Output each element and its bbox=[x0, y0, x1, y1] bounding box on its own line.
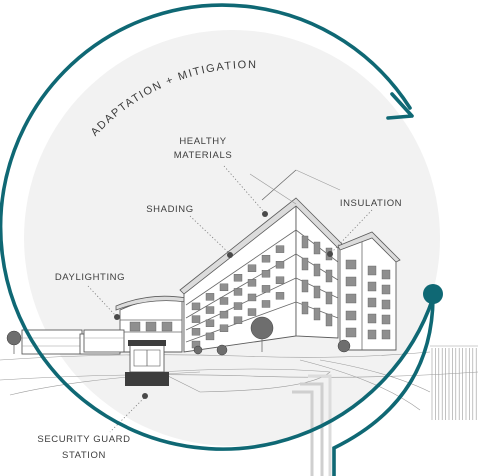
label-shading: SHADING bbox=[146, 204, 193, 215]
main-building bbox=[179, 169, 343, 353]
window bbox=[325, 313, 333, 327]
window bbox=[325, 291, 333, 305]
callout-leaders bbox=[87, 165, 373, 433]
window bbox=[367, 329, 377, 340]
window bbox=[205, 332, 215, 341]
window bbox=[381, 314, 391, 325]
window bbox=[367, 297, 377, 308]
label-security-line2: STATION bbox=[62, 450, 106, 461]
cycle-arrowhead-icon bbox=[386, 92, 414, 120]
window bbox=[219, 297, 229, 305]
label-healthy-materials-line1: HEALTHY bbox=[179, 136, 226, 147]
window bbox=[313, 285, 321, 299]
window bbox=[219, 283, 229, 292]
window bbox=[191, 315, 201, 323]
window bbox=[247, 308, 257, 316]
window bbox=[301, 301, 309, 315]
window bbox=[205, 319, 215, 327]
window bbox=[219, 310, 229, 319]
window bbox=[275, 245, 285, 253]
window bbox=[261, 270, 271, 278]
window bbox=[345, 293, 357, 304]
window bbox=[275, 261, 285, 269]
label-daylighting: DAYLIGHTING bbox=[55, 272, 125, 283]
window bbox=[313, 241, 321, 255]
window bbox=[261, 254, 271, 263]
window bbox=[233, 302, 243, 310]
window bbox=[233, 288, 243, 296]
window bbox=[233, 274, 243, 282]
window bbox=[381, 329, 391, 340]
window bbox=[205, 306, 215, 314]
window bbox=[381, 299, 391, 310]
window bbox=[367, 265, 377, 276]
parking-lines bbox=[292, 374, 332, 476]
window bbox=[345, 259, 357, 270]
window bbox=[345, 327, 357, 338]
fence bbox=[430, 345, 478, 420]
pavilion-building bbox=[83, 295, 187, 353]
window bbox=[219, 324, 229, 332]
window bbox=[367, 281, 377, 292]
window bbox=[261, 285, 271, 293]
window bbox=[381, 269, 391, 280]
window bbox=[301, 257, 309, 271]
trees bbox=[6, 316, 351, 356]
window bbox=[247, 264, 257, 272]
security-guard-station bbox=[125, 340, 169, 386]
window bbox=[191, 328, 201, 336]
ground-lines bbox=[0, 351, 478, 411]
window bbox=[275, 292, 285, 300]
window bbox=[233, 316, 243, 324]
window bbox=[191, 302, 201, 311]
cycle-ring bbox=[0, 3, 435, 476]
window bbox=[313, 263, 321, 277]
label-insulation: INSULATION bbox=[340, 198, 402, 209]
window bbox=[381, 284, 391, 295]
window bbox=[247, 293, 257, 302]
right-tower bbox=[337, 231, 401, 351]
cycle-end-dot bbox=[423, 284, 443, 304]
label-healthy-materials-line2: MATERIALS bbox=[174, 150, 233, 161]
window bbox=[345, 276, 357, 287]
window bbox=[325, 269, 333, 283]
window bbox=[275, 276, 285, 284]
window bbox=[301, 279, 309, 293]
window bbox=[301, 235, 309, 249]
window bbox=[345, 310, 357, 321]
window bbox=[247, 279, 257, 287]
label-security-line1: SECURITY GUARD bbox=[37, 434, 130, 445]
window bbox=[261, 300, 271, 308]
window bbox=[205, 293, 215, 301]
window bbox=[313, 307, 321, 321]
window bbox=[367, 313, 377, 324]
